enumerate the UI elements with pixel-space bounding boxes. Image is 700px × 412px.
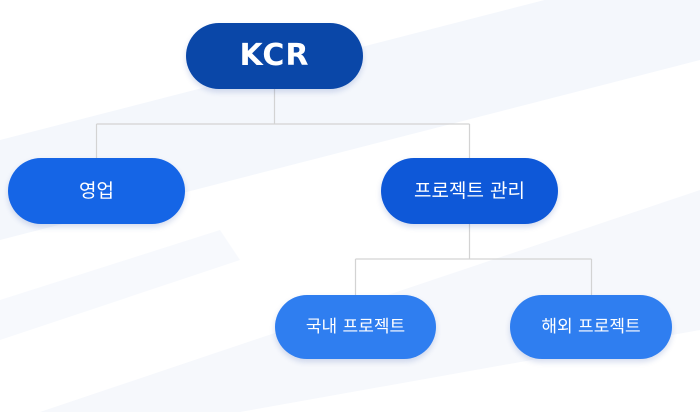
node-domestic-projects: 국내 프로젝트	[275, 295, 436, 359]
node-domestic-projects-label: 국내 프로젝트	[305, 316, 406, 337]
node-kcr: KCR	[186, 23, 363, 89]
node-sales-label: 영업	[79, 179, 114, 202]
node-project-management-label: 프로젝트 관리	[414, 179, 525, 202]
node-kcr-label: KCR	[239, 38, 310, 73]
node-project-management: 프로젝트 관리	[381, 158, 558, 224]
node-overseas-projects: 해외 프로젝트	[510, 295, 672, 359]
node-overseas-projects-label: 해외 프로젝트	[541, 316, 641, 337]
node-sales: 영업	[8, 158, 185, 224]
